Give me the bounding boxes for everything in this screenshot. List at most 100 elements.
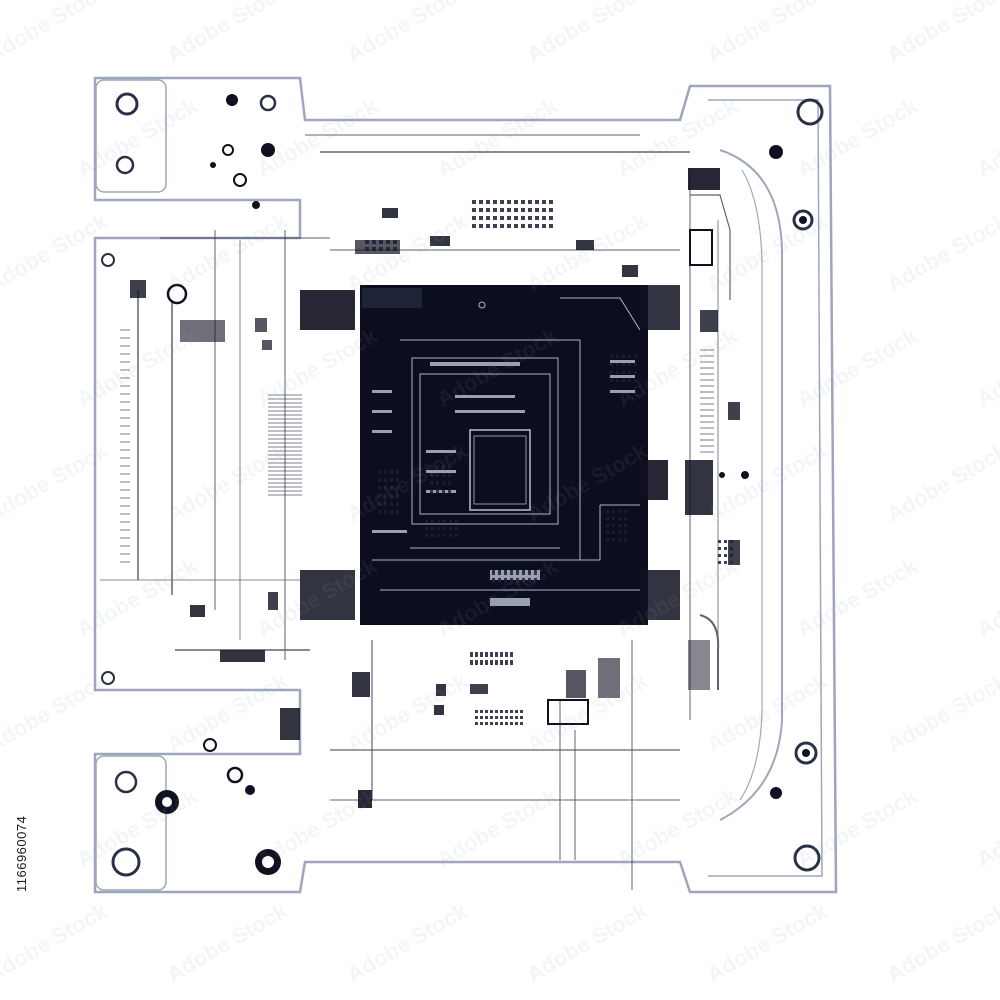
solder-pad <box>507 216 511 220</box>
solder-pad <box>500 710 503 713</box>
solder-pad <box>390 470 393 474</box>
solder-pad <box>549 224 553 228</box>
solder-pad <box>507 200 511 204</box>
solder-pad <box>504 578 507 583</box>
solder-pad <box>430 465 433 469</box>
solder-pad <box>436 465 439 469</box>
mounting-hole <box>111 847 141 877</box>
solder-pad <box>384 486 387 490</box>
solder-pad <box>616 363 619 366</box>
solder-pad <box>510 652 513 657</box>
solder-pad <box>480 660 483 665</box>
solder-pad <box>500 660 503 665</box>
solder-pad <box>730 561 733 564</box>
solder-pad <box>384 478 387 482</box>
solder-pad <box>390 478 393 482</box>
solder-pad <box>372 240 376 244</box>
solder-pad <box>486 200 490 204</box>
solder-pad <box>516 570 519 575</box>
solder-pad <box>521 224 525 228</box>
solder-pad <box>535 208 539 212</box>
solder-pad <box>393 240 397 244</box>
solder-pad <box>624 524 627 527</box>
solder-pad <box>485 660 488 665</box>
solder-pad <box>606 510 609 513</box>
solder-pad <box>612 531 615 534</box>
solder-pad <box>612 538 615 541</box>
solder-pad <box>443 534 446 537</box>
solder-pad <box>606 531 609 534</box>
mounting-hole <box>802 749 810 757</box>
solder-pad <box>724 540 727 543</box>
mounting-hole <box>226 94 238 106</box>
solder-pad <box>616 371 619 374</box>
solder-pad <box>528 224 532 228</box>
solder-pad <box>396 470 399 474</box>
solder-pad <box>455 527 458 530</box>
solder-pad <box>378 486 381 490</box>
solder-pad <box>505 660 508 665</box>
solder-pad <box>490 710 493 713</box>
solder-pad <box>618 531 621 534</box>
solder-pad <box>436 489 439 493</box>
circuit-traces <box>100 134 731 890</box>
solder-pad <box>472 216 476 220</box>
mounting-hole <box>101 253 115 267</box>
solder-pad <box>507 208 511 212</box>
solder-pad <box>437 520 440 523</box>
solder-pad <box>448 481 451 485</box>
solder-pad <box>618 524 621 527</box>
solder-pad <box>372 247 376 251</box>
mounting-hole <box>261 143 275 157</box>
solder-pad <box>610 371 613 374</box>
solder-pad <box>535 216 539 220</box>
solder-pad <box>500 200 504 204</box>
solder-pad <box>492 570 495 575</box>
solder-pad <box>535 200 539 204</box>
solder-pad <box>365 247 369 251</box>
solder-pad <box>396 478 399 482</box>
solder-pad <box>500 208 504 212</box>
solder-pad <box>507 224 511 228</box>
solder-pad <box>542 216 546 220</box>
solder-pad <box>730 540 733 543</box>
solder-pad <box>442 489 445 493</box>
solder-pad <box>479 216 483 220</box>
mounting-hole <box>799 216 807 224</box>
solder-pad <box>448 465 451 469</box>
solder-pad <box>390 486 393 490</box>
solder-pad <box>724 554 727 557</box>
solder-pad <box>470 660 473 665</box>
solder-pad <box>624 538 627 541</box>
mounting-hole <box>114 770 138 794</box>
solder-pad <box>396 486 399 490</box>
solder-pad <box>612 517 615 520</box>
solder-pad <box>442 465 445 469</box>
solder-pad <box>490 652 493 657</box>
solder-pad <box>486 224 490 228</box>
solder-pad <box>520 716 523 719</box>
solder-pad <box>610 379 613 382</box>
mounting-hole <box>769 145 783 159</box>
solder-pad <box>493 208 497 212</box>
solder-pad <box>520 710 523 713</box>
solder-pad <box>634 355 637 358</box>
solder-pad <box>510 570 513 575</box>
solder-pad <box>437 534 440 537</box>
solder-pad <box>718 554 721 557</box>
solder-pad <box>514 200 518 204</box>
mounting-hole <box>115 155 135 175</box>
solder-pad <box>528 570 531 575</box>
solder-pad <box>504 570 507 575</box>
solder-pad <box>384 470 387 474</box>
solder-pad <box>378 494 381 498</box>
solder-pad <box>431 527 434 530</box>
solder-pad <box>480 710 483 713</box>
mounting-holes <box>101 92 824 877</box>
solder-pad <box>515 710 518 713</box>
pad-grid <box>365 200 733 725</box>
solder-pad <box>515 722 518 725</box>
main-processor-chip <box>360 285 648 625</box>
mounting-hole <box>792 209 814 231</box>
solder-pad <box>480 722 483 725</box>
